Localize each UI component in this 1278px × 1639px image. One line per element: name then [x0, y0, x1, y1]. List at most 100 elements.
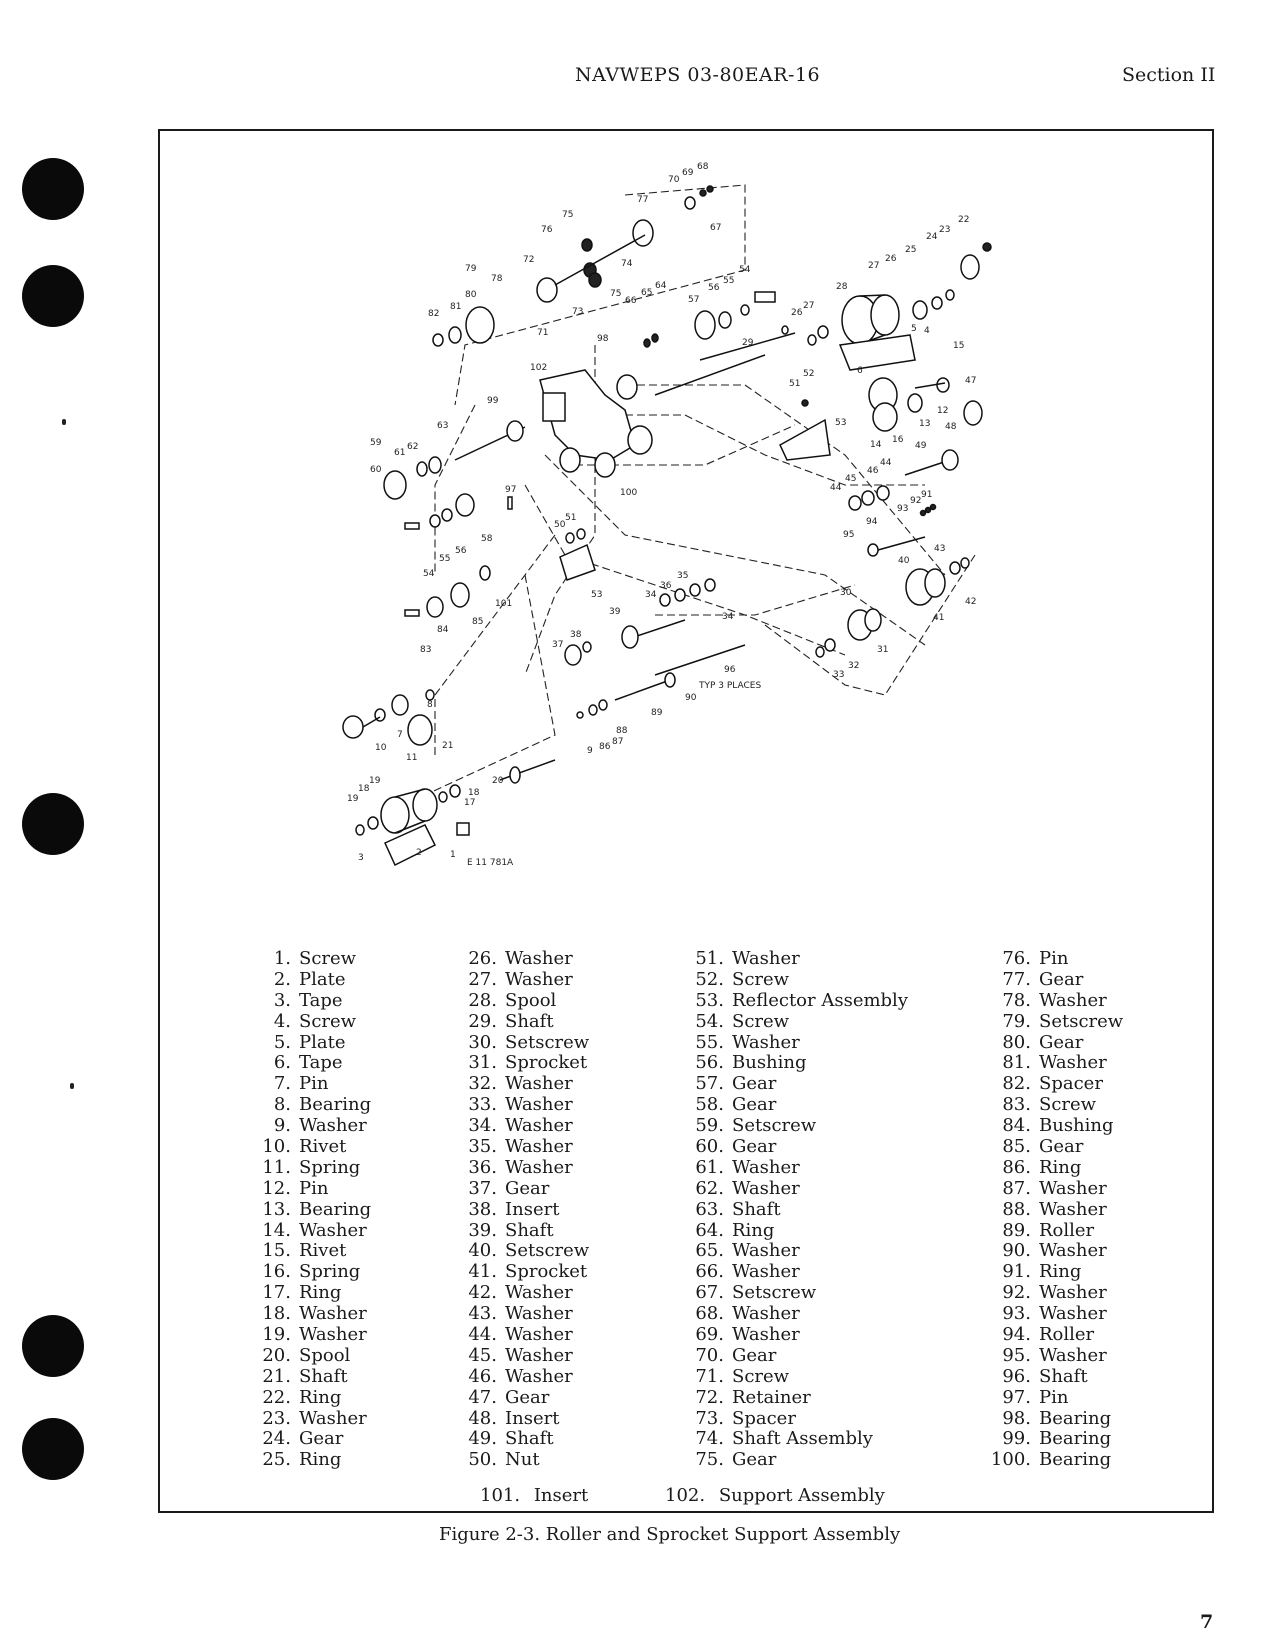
part-number: 61. [695, 1156, 724, 1178]
scan-speck [70, 1083, 74, 1089]
page-number: 7 [1200, 1611, 1214, 1633]
callout-label: 69 [682, 168, 694, 178]
part-name: Gear [732, 1449, 777, 1471]
part-number: 83. [1002, 1094, 1031, 1116]
callout-label: 54 [423, 569, 435, 579]
part-number: 90. [1002, 1240, 1031, 1262]
part-name: Insert [505, 1407, 560, 1429]
binder-hole-2 [22, 265, 84, 327]
part-name: Plate [299, 968, 346, 990]
parts-list-item: 26.Washer [455, 948, 589, 970]
part-name: Roller [1039, 1324, 1095, 1346]
part-number: 11. [262, 1156, 291, 1178]
callout-label: 81 [450, 302, 461, 312]
part-name: Bearing [299, 1094, 372, 1116]
part-number: 99. [1002, 1428, 1031, 1450]
parts-list-item: 88.Washer [983, 1198, 1123, 1221]
part-name: Screw [732, 1365, 790, 1387]
callout-label: 96 [724, 665, 736, 675]
parts-list-item: 77.Gear [983, 969, 1123, 991]
parts-list-item: 74.Shaft Assembly [678, 1429, 908, 1450]
callout-label: 44 [880, 458, 892, 468]
part-number: 28. [468, 989, 497, 1011]
parts-list-item: 40.Setscrew [455, 1241, 589, 1262]
part-name: Washer [505, 1073, 573, 1095]
part-name: Washer [505, 1282, 573, 1304]
parts-list-item: 55.Washer [678, 1032, 908, 1054]
part-number: 38. [468, 1198, 497, 1220]
callout-label: 66 [625, 296, 637, 306]
part-name: Bearing [299, 1198, 372, 1220]
binder-hole-1 [22, 158, 84, 220]
callout-label: 49 [915, 441, 927, 451]
parts-list-item: 52.Screw [678, 968, 908, 991]
parts-list-item: 60.Gear [678, 1136, 908, 1158]
part-name: Gear [732, 1344, 777, 1366]
callout-label: 23 [939, 225, 950, 235]
bearing-13-assembly [779, 377, 983, 461]
part-name: Washer [1039, 1303, 1107, 1325]
part-number: 75. [695, 1449, 724, 1471]
callout-label: 33 [833, 670, 844, 680]
callout-label: 63 [437, 421, 448, 431]
parts-list-item: 68.Washer [678, 1303, 908, 1325]
parts-list-item: 12.Pin [255, 1178, 371, 1200]
callout-label: 72 [523, 255, 534, 265]
scan-speck [62, 419, 66, 425]
callout-label: TYP 3 PLACES [698, 681, 761, 691]
part-number: 30. [468, 1031, 497, 1053]
part-name: Screw [732, 968, 790, 990]
part-name: Pin [299, 1073, 329, 1095]
part-name: Spool [505, 989, 557, 1011]
parts-list-item: 5.Plate [255, 1031, 371, 1054]
part-number: 101. [480, 1485, 521, 1506]
callout-label: 18 [358, 784, 370, 794]
callout-label: 26 [791, 308, 803, 318]
part-name: Washer [299, 1324, 367, 1346]
part-name: Washer [1039, 1344, 1107, 1366]
part-name: Support Assembly [718, 1485, 885, 1506]
callout-label: 97 [505, 485, 516, 495]
parts-list-item: 25.Ring [255, 1449, 371, 1471]
callout-label: 88 [616, 726, 628, 736]
part-number: 88. [1002, 1198, 1031, 1220]
part-number: 41. [468, 1261, 497, 1283]
part-number: 29. [468, 1010, 497, 1032]
part-number: 49. [468, 1428, 497, 1450]
part-name: Bushing [1039, 1115, 1114, 1137]
part-number: 22. [262, 1386, 291, 1408]
callout-label: 102 [530, 363, 547, 373]
parts-list-item: 16.Spring [255, 1261, 371, 1283]
part-number: 39. [468, 1219, 497, 1241]
part-number: 68. [695, 1303, 724, 1325]
part-name: Tape [299, 1052, 343, 1074]
part-name: Washer [1039, 989, 1107, 1011]
gear-57-assembly [643, 291, 776, 348]
callout-label: E 11 781A [467, 858, 514, 868]
parts-list-item: 46.Washer [455, 1366, 589, 1388]
callout-label: 57 [688, 295, 699, 305]
parts-list-item: 20.Spool [255, 1345, 371, 1367]
part-name: Retainer [732, 1386, 811, 1408]
spring-11-assembly [342, 689, 556, 784]
callout-label: 35 [677, 571, 688, 581]
callout-label: 50 [554, 520, 566, 530]
part-number: 70. [695, 1344, 724, 1366]
part-number: 86. [1002, 1156, 1031, 1178]
part-number: 59. [695, 1115, 724, 1137]
parts-list-item: 84.Bushing [983, 1115, 1123, 1137]
reflector-53 [559, 528, 596, 581]
parts-list-item: 71.Screw [678, 1365, 908, 1388]
parts-list-item: 35.Washer [455, 1136, 589, 1158]
section-label: Section II [1122, 64, 1216, 86]
callout-label: 27 [803, 301, 814, 311]
part-name: Washer [505, 968, 573, 990]
part-name: Washer [1039, 1177, 1107, 1199]
part-name: Plate [299, 1031, 346, 1053]
part-name: Rivet [299, 1136, 347, 1158]
parts-list-item: 100.Bearing [983, 1449, 1123, 1471]
parts-list-item: 36.Washer [455, 1157, 589, 1179]
parts-list-item: 92.Washer [983, 1282, 1123, 1304]
callout-label: 71 [537, 328, 548, 338]
